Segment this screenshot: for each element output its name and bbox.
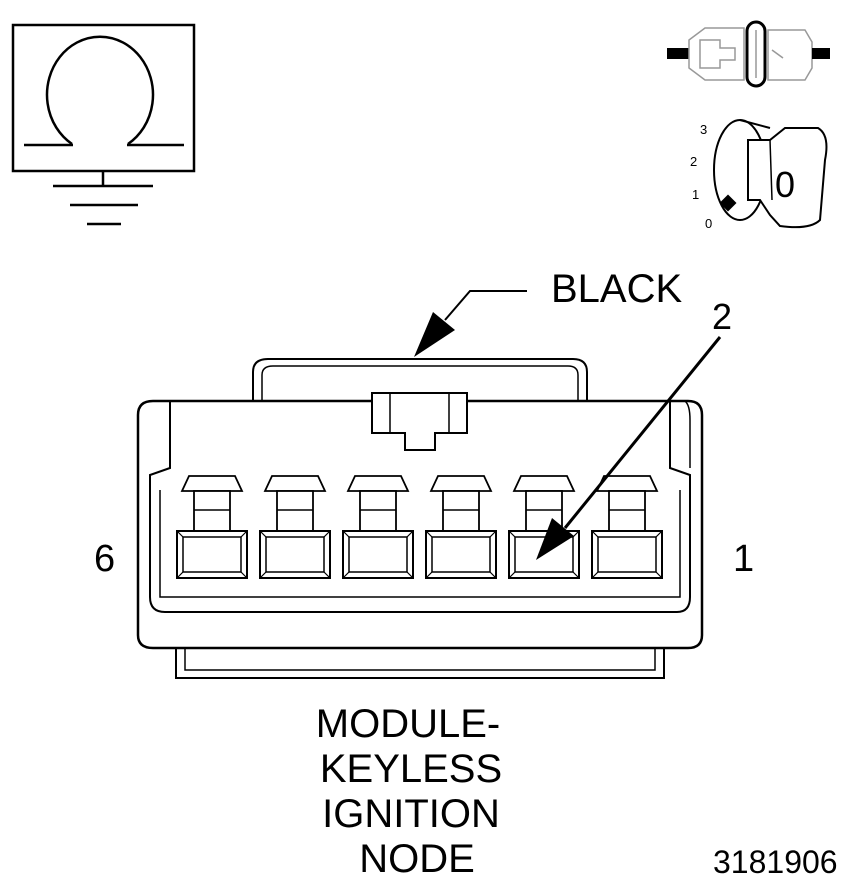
figure-id: 3181906 [713, 844, 838, 880]
cavity-pin-4 [342, 475, 414, 579]
pin-callout-arrow [536, 518, 574, 560]
title-line-2: KEYLESS [320, 747, 502, 791]
title-line-1: MODULE- [316, 702, 500, 746]
pin-callout-number: 2 [712, 296, 732, 337]
cavity-pin-6 [176, 475, 248, 579]
cavity-pin-1 [591, 475, 663, 579]
connector-body [136, 358, 704, 679]
disconnected-connector-icon [667, 20, 830, 88]
terminal-cavities [176, 475, 663, 579]
title-line-3: IGNITION [322, 792, 500, 836]
ignition-key-icon: 3 2 1 0 0 [690, 119, 828, 231]
pin-callout-line [563, 336, 722, 529]
switch-position-2: 2 [690, 154, 697, 169]
ground-icon [53, 171, 153, 226]
switch-position-1: 1 [692, 187, 699, 202]
pin-number-right: 1 [733, 538, 754, 580]
switch-position-0: 0 [705, 216, 712, 231]
color-leader-line [444, 290, 527, 321]
cavity-pin-3 [425, 475, 497, 579]
color-leader-arrow [414, 312, 455, 357]
ohmmeter-icon [11, 23, 196, 173]
connector-color-label: BLACK [551, 267, 682, 311]
cavity-pin-5 [259, 475, 331, 579]
switch-position-3: 3 [700, 122, 707, 137]
pin-number-left: 6 [94, 538, 115, 580]
title-line-4: NODE [359, 837, 475, 881]
key-position-label: 0 [775, 164, 795, 205]
